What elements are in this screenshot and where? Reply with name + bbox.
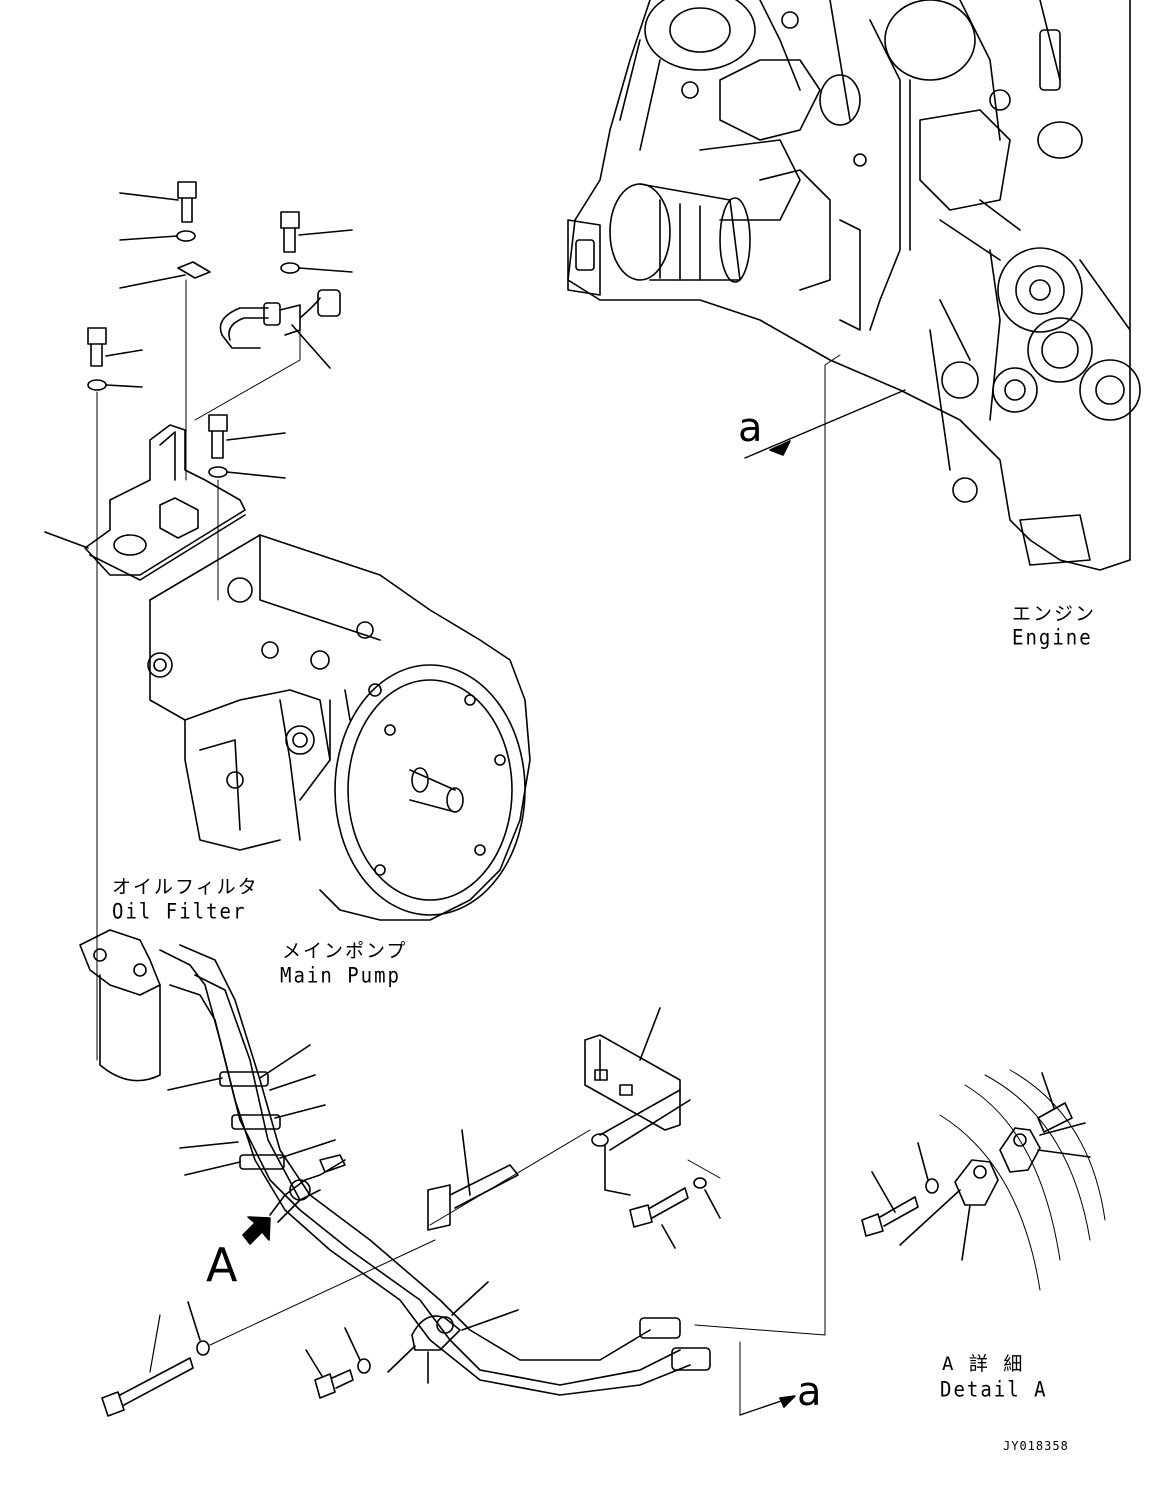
ref-a-label-bottom: a [797,1369,822,1415]
engine-label-jp: エンジン [1012,603,1097,625]
detail-a-label-en: Detail A [940,1377,1048,1402]
ref-a-label-top: a [738,405,763,451]
oil-filter-label-en: Oil Filter [112,899,247,924]
main-pump-drawing [148,535,530,920]
detail-a-drawing [862,1070,1105,1290]
bracket-assembly [45,182,352,1060]
main-pump-label-en: Main Pump [280,963,401,988]
oil-filter-drawing [80,930,710,1395]
drawing-code: JY018358 [1003,1439,1069,1453]
detail-a-label-jp: A 詳 細 [942,1353,1025,1375]
main-pump-label-jp: メインポンプ [282,940,408,962]
oil-filter-label-jp: オイルフィルタ [112,876,259,898]
lower-bracket-drawing [102,355,905,1416]
engine-drawing [568,0,1140,570]
engine-label-en: Engine [1012,625,1093,650]
view-a-label: A [206,1238,238,1292]
